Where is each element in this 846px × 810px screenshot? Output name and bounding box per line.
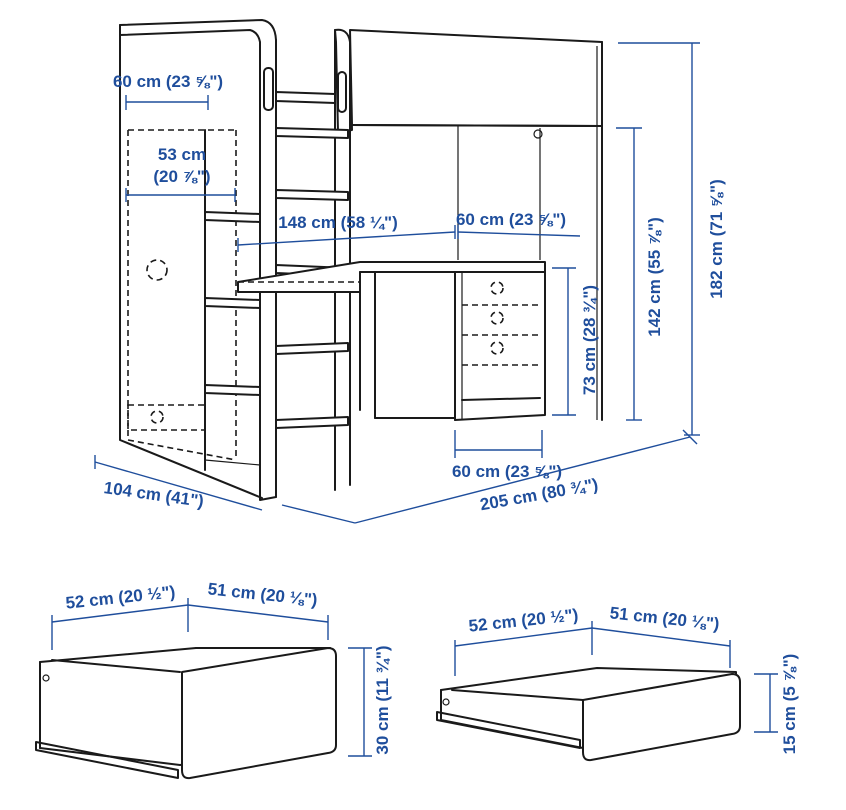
label-large-depth-right: 51 cm (20 ⅛") [207, 579, 319, 609]
label-large-height: 30 cm (11 ¾") [373, 645, 392, 754]
ladder-rungs [275, 91, 349, 429]
knob-icon [490, 341, 504, 355]
wardrobe-frame [119, 34, 263, 499]
knob-icon [490, 281, 504, 295]
label-small-height: 15 cm (5 ⅞") [780, 654, 799, 755]
label-total-height: 182 cm (71 ⅝") [707, 179, 726, 299]
label-small-depth-right: 51 cm (20 ⅛") [609, 603, 721, 633]
loft-bed-drawing [119, 19, 603, 501]
large-drawer-drawing [35, 647, 337, 780]
desk-top [237, 261, 546, 293]
label-total-depth: 104 cm (41") [103, 478, 205, 511]
handle-slot-icon [337, 71, 347, 113]
small-drawer-front [582, 673, 741, 762]
label-desk-length: 148 cm (58 ¼") [278, 213, 398, 232]
label-underbed-height: 142 cm (55 ⅞") [645, 217, 664, 337]
label-desk-depth: 60 cm (23 ⅝") [456, 210, 566, 229]
label-desk-height: 73 cm (28 ¾") [580, 285, 599, 395]
guard-rail-panel [349, 29, 603, 127]
drawer-runner [35, 741, 179, 779]
label-wardrobe-width: 60 cm (23 ⅝") [113, 72, 223, 91]
hanger-icon [146, 259, 168, 281]
left-end-panel [119, 19, 277, 501]
large-drawer-front [181, 647, 337, 780]
label-wardrobe-inner: 53 cm [158, 145, 206, 164]
small-drawer-drawing [436, 667, 741, 762]
knob-icon [490, 311, 504, 325]
handle-slot-icon [263, 67, 274, 111]
label-drawer-unit-width: 60 cm (23 ⅝") [452, 462, 562, 481]
label-wardrobe-inner-imperial: (20 ⅞") [153, 167, 210, 186]
drawer-runner [436, 711, 581, 749]
label-small-depth-left: 52 cm (20 ½") [468, 605, 580, 635]
